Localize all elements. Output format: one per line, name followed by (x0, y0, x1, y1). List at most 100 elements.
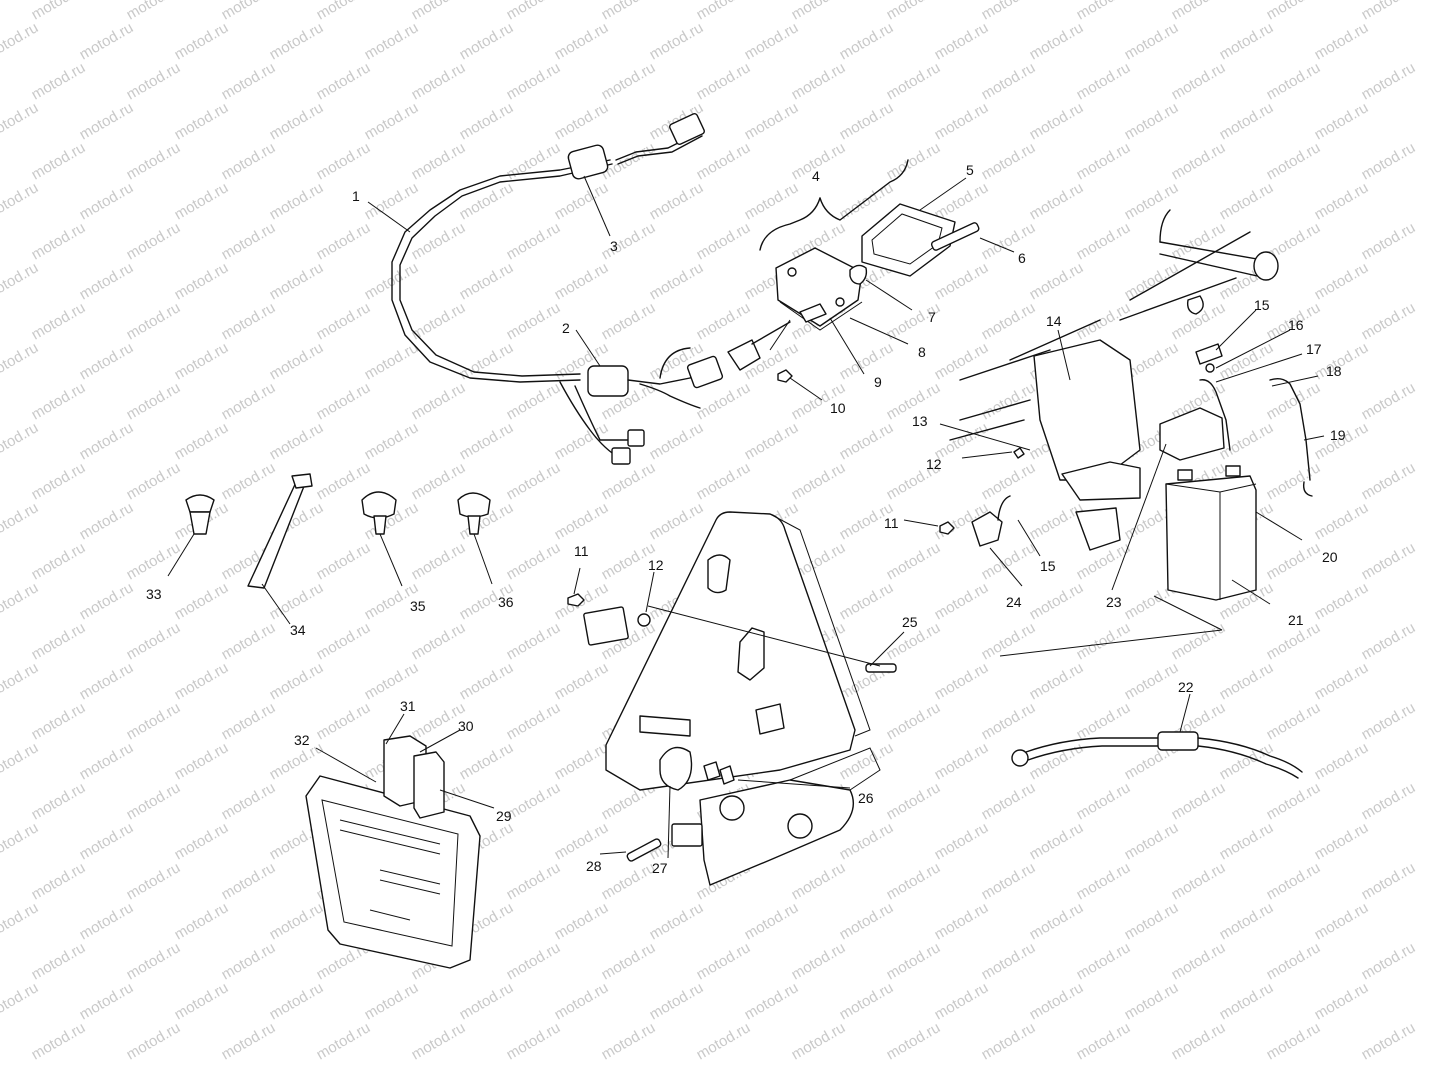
watermark-text: motod.ru (267, 259, 327, 303)
watermark-text: motod.ru (504, 539, 564, 583)
watermark-text: motod.ru (0, 419, 41, 463)
watermark-text: motod.ru (1074, 699, 1134, 743)
watermark-text: motod.ru (552, 499, 612, 543)
watermark-text: motod.ru (0, 899, 41, 943)
grille-guard (305, 735, 481, 969)
watermark-text: motod.ru (0, 99, 41, 143)
watermark-text: motod.ru (1122, 259, 1182, 303)
watermark-text: motod.ru (742, 899, 802, 943)
watermark-text: motod.ru (884, 779, 944, 823)
watermark-text: motod.ru (1169, 1019, 1229, 1063)
watermark-text: motod.ru (1359, 59, 1419, 103)
watermark-text: motod.ru (409, 379, 469, 423)
watermark-text: motod.ru (1027, 259, 1087, 303)
watermark-text: motod.ru (77, 19, 137, 63)
callout-18: 18 (1326, 363, 1342, 379)
watermark-text: motod.ru (314, 539, 374, 583)
watermark-text: motod.ru (979, 619, 1039, 663)
watermark-text: motod.ru (219, 219, 279, 263)
watermark-text: motod.ru (267, 179, 327, 223)
watermark-text: motod.ru (172, 19, 232, 63)
watermark-text: motod.ru (77, 179, 137, 223)
watermark-text: motod.ru (314, 619, 374, 663)
watermark-text: motod.ru (1359, 0, 1419, 23)
watermark-text: motod.ru (124, 699, 184, 743)
watermark-text: motod.ru (647, 499, 707, 543)
watermark-text: motod.ru (172, 179, 232, 223)
watermark-text: motod.ru (647, 899, 707, 943)
watermark-text: motod.ru (29, 859, 89, 903)
watermark-text: motod.ru (979, 139, 1039, 183)
callout-25: 25 (902, 614, 918, 630)
watermark-text: motod.ru (124, 779, 184, 823)
callout-7: 7 (928, 309, 936, 325)
watermark-text: motod.ru (504, 0, 564, 23)
watermark-text: motod.ru (599, 299, 659, 343)
watermark-text: motod.ru (1169, 619, 1229, 663)
watermark-text: motod.ru (552, 739, 612, 783)
watermark-text: motod.ru (409, 219, 469, 263)
watermark-text: motod.ru (789, 59, 849, 103)
watermark-text: motod.ru (1217, 419, 1277, 463)
callout-11b: 11 (884, 515, 899, 531)
watermark-text: motod.ru (219, 139, 279, 183)
watermark-text: motod.ru (552, 179, 612, 223)
watermark-text: motod.ru (1359, 1019, 1419, 1063)
watermark-text: motod.ru (362, 19, 422, 63)
callout-15b: 15 (1040, 558, 1056, 574)
watermark-text: motod.ru (1217, 659, 1277, 703)
watermark-text: motod.ru (0, 659, 41, 703)
watermark-text: motod.ru (172, 659, 232, 703)
watermark-text: motod.ru (267, 339, 327, 383)
watermark-text: motod.ru (124, 539, 184, 583)
watermark-text: motod.ru (1359, 459, 1419, 503)
watermark-text: motod.ru (267, 19, 327, 63)
watermark-text: motod.ru (77, 659, 137, 703)
watermark-text: motod.ru (172, 579, 232, 623)
watermark-text: motod.ru (1312, 819, 1372, 863)
watermark-text: motod.ru (1169, 859, 1229, 903)
watermark-text: motod.ru (884, 859, 944, 903)
watermark-text: motod.ru (1169, 219, 1229, 263)
watermark-text: motod.ru (837, 819, 897, 863)
watermark-text: motod.ru (694, 219, 754, 263)
callout-8: 8 (918, 344, 926, 360)
watermark-text: motod.ru (884, 699, 944, 743)
watermark-text: motod.ru (1217, 899, 1277, 943)
callout-13: 13 (912, 413, 928, 429)
watermark-text: motod.ru (979, 539, 1039, 583)
watermark-text: motod.ru (837, 419, 897, 463)
watermark-text: motod.ru (219, 299, 279, 343)
watermark-text: motod.ru (172, 339, 232, 383)
watermark-text: motod.ru (789, 939, 849, 983)
watermark-text: motod.ru (29, 219, 89, 263)
watermark-text: motod.ru (552, 659, 612, 703)
watermark-text: motod.ru (1217, 979, 1277, 1023)
watermark-text: motod.ru (932, 19, 992, 63)
watermark-text: motod.ru (409, 539, 469, 583)
watermark-text: motod.ru (124, 939, 184, 983)
watermark-text: motod.ru (979, 859, 1039, 903)
watermark-text: motod.ru (1027, 819, 1087, 863)
callout-1: 1 (352, 188, 360, 204)
watermark-text: motod.ru (884, 1019, 944, 1063)
watermark-text: motod.ru (1122, 979, 1182, 1023)
watermark-text: motod.ru (1264, 939, 1324, 983)
watermark-text: motod.ru (979, 779, 1039, 823)
watermark-text: motod.ru (314, 1019, 374, 1063)
watermark-text: motod.ru (219, 59, 279, 103)
watermark-text: motod.ru (362, 179, 422, 223)
watermark-text: motod.ru (1122, 659, 1182, 703)
watermark-text: motod.ru (1359, 619, 1419, 663)
watermark-text: motod.ru (0, 179, 41, 223)
watermark-text: motod.ru (219, 859, 279, 903)
callout-31: 31 (400, 698, 416, 714)
watermark-text: motod.ru (314, 219, 374, 263)
watermark-text: motod.ru (1264, 779, 1324, 823)
watermark-text: motod.ru (1217, 19, 1277, 63)
watermark-text: motod.ru (1312, 179, 1372, 223)
watermark-text: motod.ru (124, 379, 184, 423)
watermark-text: motod.ru (362, 659, 422, 703)
fastener-clips (185, 473, 491, 589)
watermark-text: motod.ru (124, 0, 184, 23)
